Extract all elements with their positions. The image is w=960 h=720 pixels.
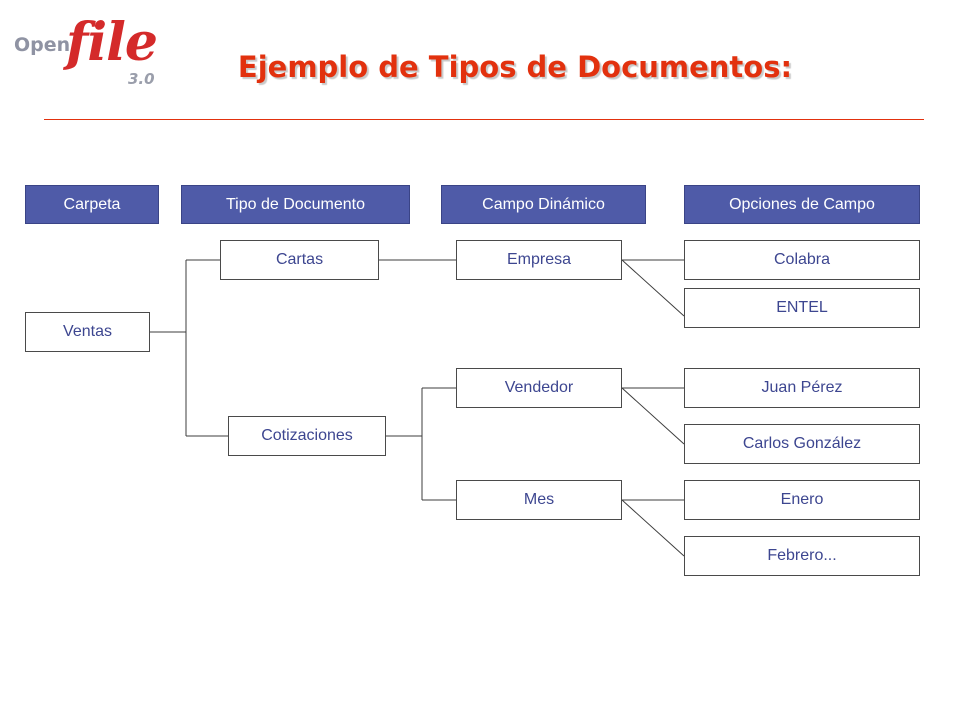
line-vendedor-carlos bbox=[621, 387, 685, 445]
node-juan-perez: Juan Pérez bbox=[684, 368, 920, 408]
header-opciones-campo: Opciones de Campo bbox=[684, 185, 920, 224]
line-empresa-entel bbox=[621, 259, 685, 317]
node-ventas: Ventas bbox=[25, 312, 150, 352]
openfile-logo: Open file 3.0 bbox=[10, 12, 160, 98]
node-febrero: Febrero... bbox=[684, 536, 920, 576]
node-entel: ENTEL bbox=[684, 288, 920, 328]
node-cotizaciones: Cotizaciones bbox=[228, 416, 386, 456]
node-cartas: Cartas bbox=[220, 240, 379, 280]
page-title: Ejemplo de Tipos de Documentos: bbox=[237, 50, 793, 84]
header-tipo-documento: Tipo de Documento bbox=[181, 185, 410, 224]
line-mes-febrero bbox=[621, 499, 685, 557]
node-vendedor: Vendedor bbox=[456, 368, 622, 408]
header-carpeta: Carpeta bbox=[25, 185, 159, 224]
node-carlos-gonzalez: Carlos González bbox=[684, 424, 920, 464]
logo-open-text: Open bbox=[14, 34, 71, 56]
node-mes: Mes bbox=[456, 480, 622, 520]
logo-file-text: file bbox=[66, 12, 158, 73]
node-empresa: Empresa bbox=[456, 240, 622, 280]
logo-version-text: 3.0 bbox=[128, 70, 155, 88]
title-divider bbox=[44, 119, 924, 120]
header-campo-dinamico: Campo Dinámico bbox=[441, 185, 646, 224]
node-enero: Enero bbox=[684, 480, 920, 520]
node-colabra: Colabra bbox=[684, 240, 920, 280]
